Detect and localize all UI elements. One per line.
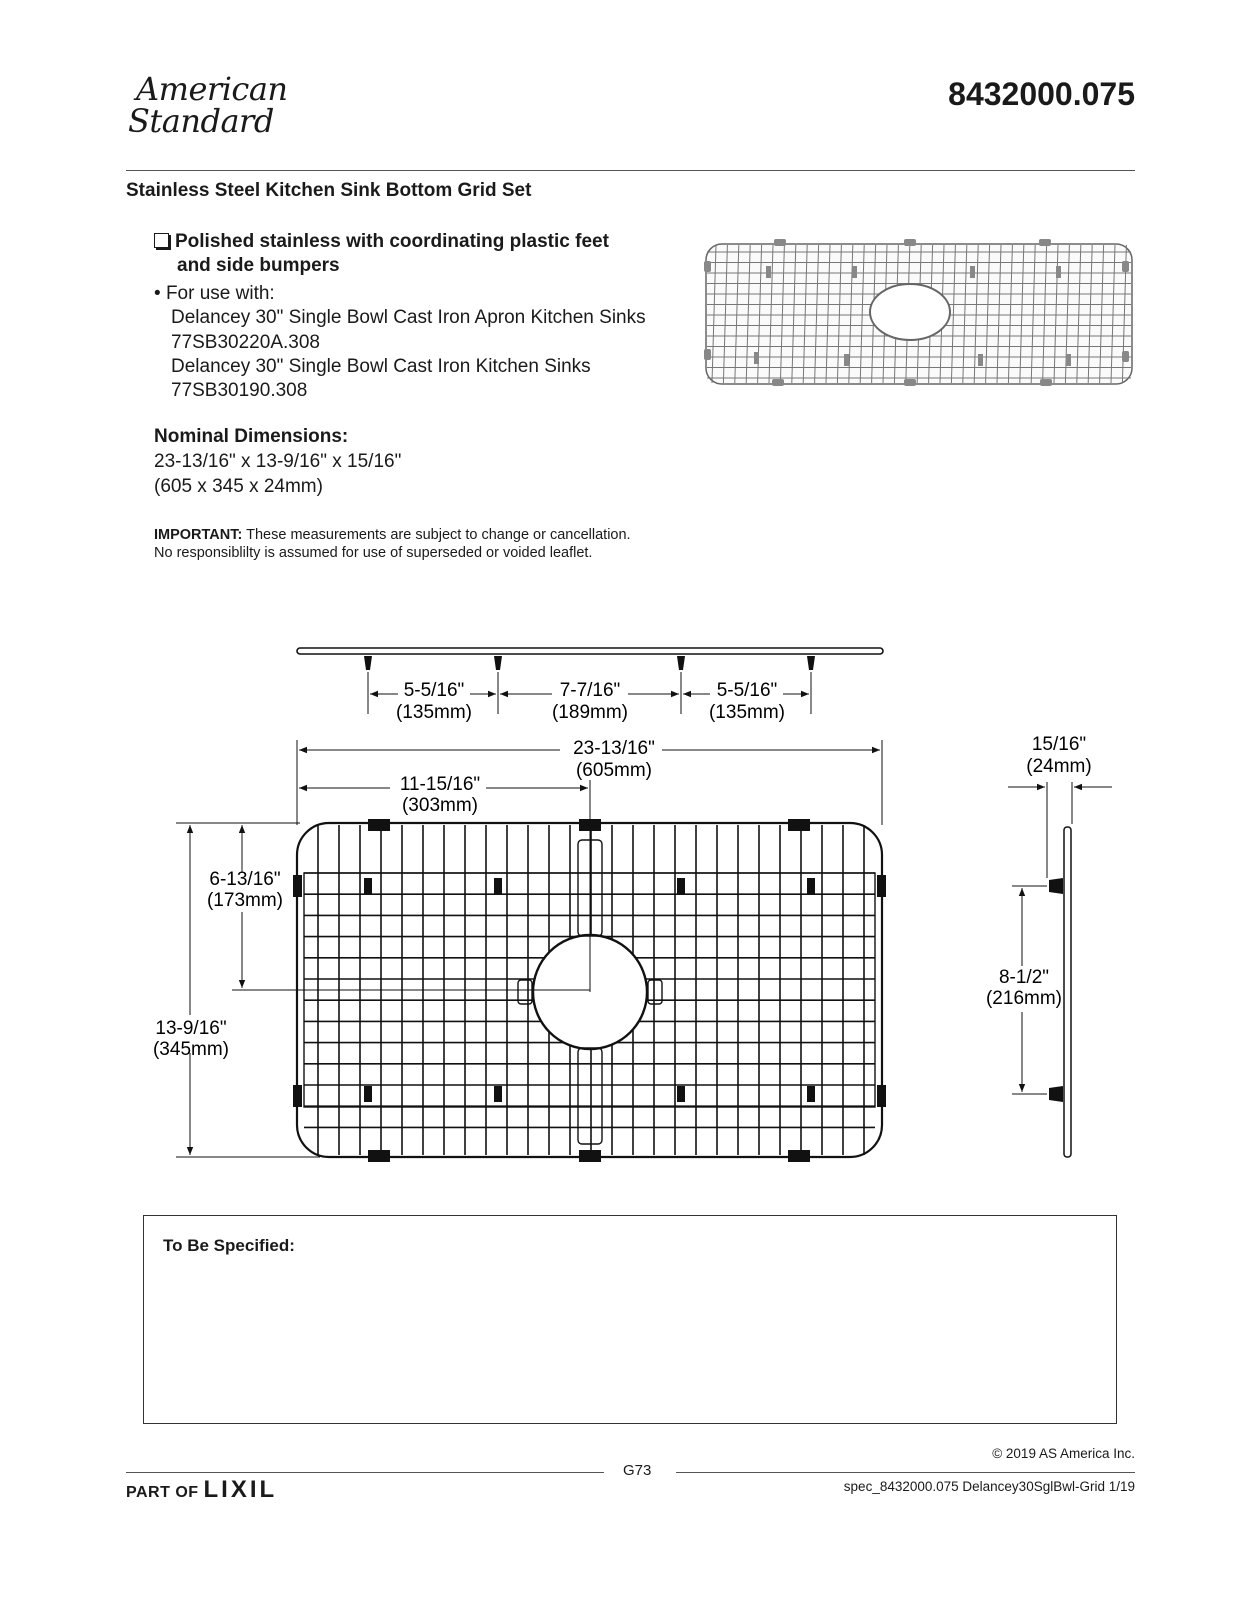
foot bbox=[807, 878, 815, 894]
american-standard-logo: American Standard bbox=[128, 70, 303, 145]
spec-reference: spec_8432000.075 Delancey30SglBwl-Grid 1… bbox=[843, 1479, 1135, 1494]
dim-drain-offset: 6-13/16" bbox=[209, 869, 280, 890]
header-divider bbox=[126, 170, 1135, 171]
grid-top-view bbox=[293, 819, 886, 1162]
to-be-specified-label: To Be Specified: bbox=[163, 1236, 295, 1255]
dimensions-values: 23-13/16" x 13-9/16" x 15/16" (605 x 345… bbox=[154, 450, 401, 499]
compatible-item: Delancey 30" Single Bowl Cast Iron Apron… bbox=[171, 307, 646, 329]
dim-overall-depth: 13-9/16" bbox=[155, 1018, 226, 1039]
dim-foot-mid-mm: (189mm) bbox=[552, 702, 628, 723]
photo-grid bbox=[704, 239, 1133, 386]
compatible-item: 77SB30190.308 bbox=[171, 380, 308, 402]
dim-foot-left: 5-5/16" bbox=[404, 680, 465, 701]
compatible-item: Delancey 30" Single Bowl Cast Iron Kitch… bbox=[171, 355, 591, 377]
technical-drawing: 5-5/16" (135mm) 7-7/16" (189mm) 5-5/16" … bbox=[153, 647, 1112, 1162]
bumper bbox=[368, 1150, 390, 1162]
lixil-logo: PART OF LIXIL bbox=[126, 1476, 277, 1504]
dim-foot-right-mm: (135mm) bbox=[709, 702, 785, 723]
model-number: 8432000.075 bbox=[948, 76, 1135, 112]
use-with-label: For use with: bbox=[165, 283, 275, 304]
foot bbox=[494, 1086, 502, 1102]
drain-opening bbox=[531, 933, 649, 1051]
footer-rule-right bbox=[676, 1472, 1135, 1473]
foot bbox=[364, 1086, 372, 1102]
dim-overall-width: 23-13/16" bbox=[573, 738, 655, 759]
bumper bbox=[877, 875, 886, 897]
dimensions-metric: (605 x 345 x 24mm) bbox=[154, 475, 323, 497]
brand-line1: American bbox=[136, 70, 288, 108]
footer-rule-left bbox=[126, 1472, 604, 1473]
width-dimensions bbox=[296, 740, 883, 992]
bullet-icon: • bbox=[154, 283, 166, 304]
foot bbox=[807, 1086, 815, 1102]
dimensions-heading: Nominal Dimensions: bbox=[154, 426, 349, 447]
foot bbox=[677, 878, 685, 894]
dim-side-foot: 8-1/2" bbox=[999, 967, 1049, 988]
dim-overall-depth-mm: (345mm) bbox=[153, 1039, 229, 1060]
dim-foot-right: 5-5/16" bbox=[717, 680, 778, 701]
foot bbox=[494, 878, 502, 894]
page-number: G73 bbox=[623, 1462, 652, 1479]
bumper bbox=[788, 819, 810, 831]
dimensions-imperial: 23-13/16" x 13-9/16" x 15/16" bbox=[154, 451, 402, 472]
compatibility-list: • For use with: Delancey 30" Single Bowl… bbox=[154, 282, 646, 403]
foot bbox=[364, 878, 372, 894]
dim-center-offset-mm: (303mm) bbox=[402, 795, 478, 816]
side-view: 15/16" (24mm) 8-1/2" (216mm) bbox=[986, 734, 1112, 1158]
grid-wires bbox=[304, 825, 875, 1155]
bumper bbox=[579, 819, 601, 831]
depth-dimensions bbox=[176, 822, 590, 1158]
bumper bbox=[368, 819, 390, 831]
bumper bbox=[293, 1085, 302, 1107]
bumper bbox=[579, 1150, 601, 1162]
dim-foot-left-mm: (135mm) bbox=[396, 702, 472, 723]
checkbox-bullet-icon bbox=[154, 233, 169, 248]
bumper bbox=[788, 1150, 810, 1162]
dim-side-foot-mm: (216mm) bbox=[986, 988, 1062, 1009]
feature-block: Polished stainless with coordinating pla… bbox=[154, 230, 694, 278]
bumper bbox=[877, 1085, 886, 1107]
dim-overall-width-mm: (605mm) bbox=[576, 760, 652, 781]
feature-line1: Polished stainless with coordinating pla… bbox=[175, 231, 609, 252]
lixil-wordmark: LIXIL bbox=[203, 1476, 278, 1503]
part-of-label: PART OF bbox=[126, 1484, 199, 1501]
dim-thickness-mm: (24mm) bbox=[1026, 756, 1091, 777]
dim-center-offset: 11-15/16" bbox=[400, 774, 480, 795]
copyright: © 2019 AS America Inc. bbox=[992, 1446, 1135, 1461]
bumper bbox=[293, 875, 302, 897]
notice-line1: These measurements are subject to change… bbox=[242, 527, 631, 543]
dim-drain-offset-mm: (173mm) bbox=[207, 890, 283, 911]
compatible-item: 77SB30220A.308 bbox=[171, 331, 320, 353]
top-side-view: 5-5/16" (135mm) 7-7/16" (189mm) 5-5/16" … bbox=[296, 647, 884, 723]
product-photo bbox=[704, 239, 1133, 386]
notice-label: IMPORTANT: bbox=[154, 527, 243, 543]
to-be-specified-box: To Be Specified: bbox=[143, 1215, 1117, 1424]
notice-line2: No responsiblilty is assumed for use of … bbox=[154, 544, 593, 561]
foot bbox=[677, 1086, 685, 1102]
feature-line2: and side bumpers bbox=[177, 255, 340, 276]
brand-line2: Standard bbox=[128, 102, 274, 140]
dim-foot-mid: 7-7/16" bbox=[560, 680, 621, 701]
important-notice: IMPORTANT: These measurements are subjec… bbox=[154, 527, 631, 562]
product-title: Stainless Steel Kitchen Sink Bottom Grid… bbox=[126, 180, 532, 201]
dim-thickness: 15/16" bbox=[1032, 734, 1086, 755]
